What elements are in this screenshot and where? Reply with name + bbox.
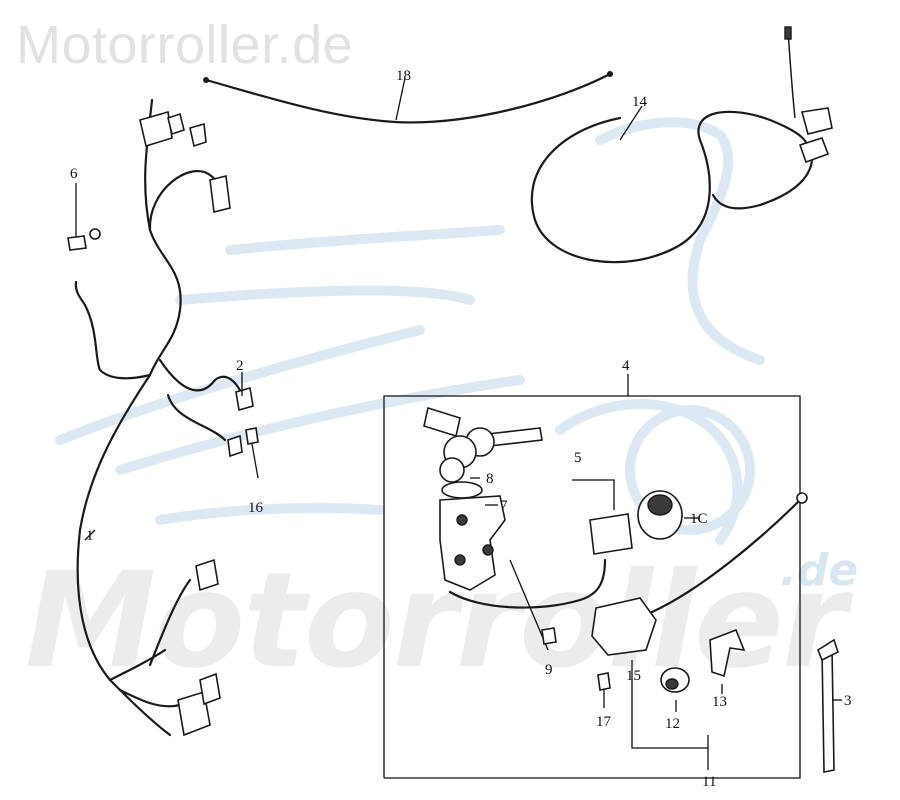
scooter-watermark-outline: [55, 117, 765, 545]
part-18-cable: [203, 71, 613, 124]
watermark-top: Motorroller.de: [16, 15, 354, 75]
callout-3: 3: [844, 693, 852, 709]
callout-16: 16: [248, 500, 264, 516]
part-4-ignition-lock-set: [383, 374, 808, 779]
part-14-harness: [530, 26, 833, 264]
part-16-screw: [245, 427, 259, 479]
callout-18: 18: [396, 68, 411, 84]
watermark-suffix: .de: [780, 545, 859, 596]
callout-labels: 1 2 3 4 5 6 7 8 9 1C 11 12 13 14 15 16 1…: [70, 68, 852, 790]
callout-10: 1C: [690, 511, 708, 527]
callout-14: 14: [632, 94, 648, 110]
callout-4: 4: [622, 358, 630, 374]
callout-17: 17: [596, 714, 612, 730]
callout-9: 9: [545, 662, 553, 678]
callout-1: 1: [86, 528, 94, 544]
callout-7: 7: [500, 498, 508, 514]
callout-13: 13: [712, 694, 727, 710]
callout-15: 15: [626, 668, 641, 684]
callout-8: 8: [486, 471, 494, 487]
part-6-bolt: [67, 183, 101, 251]
callout-2: 2: [236, 358, 244, 374]
part-3-cable-tie: [817, 638, 842, 773]
callout-11: 11: [702, 774, 716, 790]
callout-12: 12: [665, 716, 680, 732]
callout-5: 5: [574, 450, 582, 466]
callout-6: 6: [70, 166, 78, 182]
part-1-main-harness: [74, 98, 254, 737]
